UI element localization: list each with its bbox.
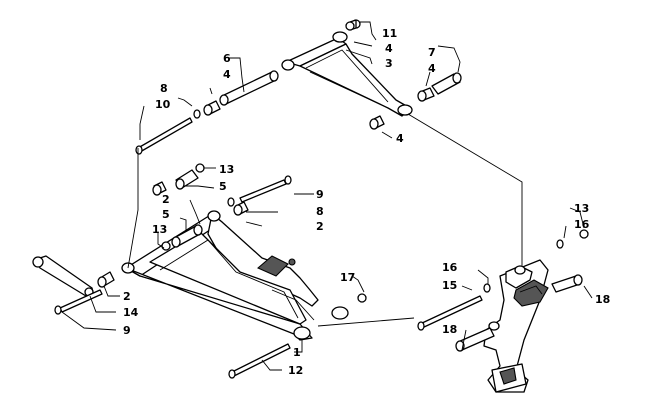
lower-bolt-9-left xyxy=(54,289,103,315)
upper-a-arm xyxy=(281,31,413,117)
upper-sleeve-6 xyxy=(203,70,279,116)
callout-2: 2 xyxy=(162,193,170,206)
lower-bolt-9-top xyxy=(227,175,292,216)
callout-16: 16 xyxy=(442,261,458,274)
callout-2: 2 xyxy=(316,220,324,233)
knuckle-nut-13-right xyxy=(579,229,589,239)
knuckle-bolt-15 xyxy=(417,295,483,331)
knuckle-pin-18-upper xyxy=(551,274,583,293)
upper-bushing-4-lower xyxy=(369,115,385,130)
steering-knuckle xyxy=(483,259,549,393)
lower-sleeve-5-mid xyxy=(161,224,203,251)
callout-9: 9 xyxy=(316,188,324,201)
callout-4: 4 xyxy=(223,68,231,81)
knuckle-washer-16-right xyxy=(556,239,564,249)
callout-15: 15 xyxy=(442,279,457,292)
callout-4: 4 xyxy=(428,62,436,75)
upper-bushing-11 xyxy=(345,19,361,31)
callout-18: 18 xyxy=(595,293,610,306)
callout-4: 4 xyxy=(396,132,404,145)
callout-9: 9 xyxy=(123,324,131,337)
upper-washer-8 xyxy=(193,109,201,119)
knuckle-pin-18-lower xyxy=(455,327,495,352)
lower-bolt-12 xyxy=(228,343,291,379)
callout-5: 5 xyxy=(162,208,170,221)
upper-sleeve-7 xyxy=(417,72,462,102)
lower-sleeve-5-top xyxy=(152,169,199,196)
callout-3: 3 xyxy=(385,57,393,70)
callout-8: 8 xyxy=(160,82,168,95)
callout-18: 18 xyxy=(442,323,457,336)
callout-11: 11 xyxy=(382,27,397,40)
stabilizer-link-14 xyxy=(32,255,95,297)
lower-bushing-13-top xyxy=(195,163,205,173)
knuckle-washer-16-left xyxy=(483,283,491,293)
callout-2: 2 xyxy=(123,290,131,303)
callout-4: 4 xyxy=(385,42,393,55)
callout-7: 7 xyxy=(428,46,436,59)
callout-13: 13 xyxy=(574,202,589,215)
upper-bolt-10 xyxy=(135,117,193,155)
callout-16: 16 xyxy=(574,218,590,231)
callout-13: 13 xyxy=(152,223,167,236)
callout-12: 12 xyxy=(288,364,303,377)
callout-5: 5 xyxy=(219,180,227,193)
callout-8: 8 xyxy=(316,205,324,218)
callout-labels: 11 4 3 6 4 7 4 8 10 4 13 5 9 2 8 5 2 13 … xyxy=(123,27,610,377)
lower-nut-17 xyxy=(357,293,367,303)
callout-10: 10 xyxy=(155,98,171,111)
leader-lines xyxy=(61,21,593,371)
callout-6: 6 xyxy=(223,52,231,65)
callout-14: 14 xyxy=(123,306,139,319)
callout-17: 17 xyxy=(340,271,355,284)
callout-13: 13 xyxy=(219,163,234,176)
callout-1: 1 xyxy=(293,346,301,359)
lower-bushing-2-left xyxy=(97,271,115,288)
